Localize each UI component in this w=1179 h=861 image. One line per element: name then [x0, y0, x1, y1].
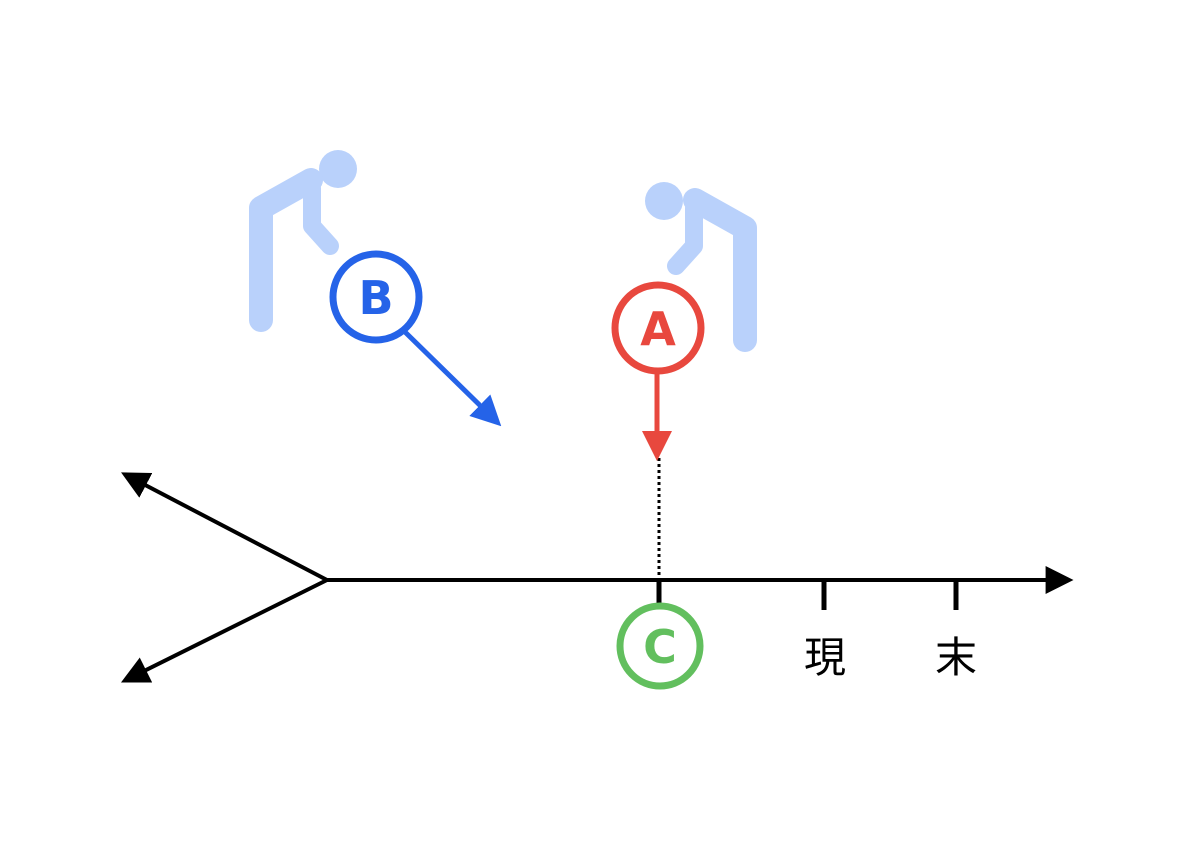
- marker-c-circle: [616, 602, 704, 690]
- branch-lower-arrow: [120, 578, 328, 683]
- bowing-person-icon-left: [249, 150, 357, 332]
- tick-label-present: 現: [804, 633, 846, 682]
- marker-c: C: [616, 602, 704, 690]
- figure-left-head: [319, 150, 357, 188]
- figure-right-arm: [667, 199, 703, 275]
- marker-b-circle: [329, 250, 423, 344]
- figure-left-arm: [303, 179, 339, 255]
- marker-a-circle: [611, 281, 705, 375]
- bowing-person-icon-right: [645, 182, 757, 352]
- marker-c-letter: C: [643, 620, 677, 674]
- tick-label-end: 末: [935, 633, 977, 682]
- marker-a-letter: A: [640, 302, 676, 356]
- figure-left-body: [249, 168, 323, 332]
- figure-right-head: [645, 182, 683, 220]
- figure-right-body: [683, 188, 757, 352]
- marker-b-letter: B: [358, 271, 393, 325]
- branch-upper-arrow: [121, 472, 328, 582]
- marker-a: A: [611, 281, 705, 375]
- marker-b-arrow: [402, 329, 502, 427]
- marker-b: B: [329, 250, 423, 344]
